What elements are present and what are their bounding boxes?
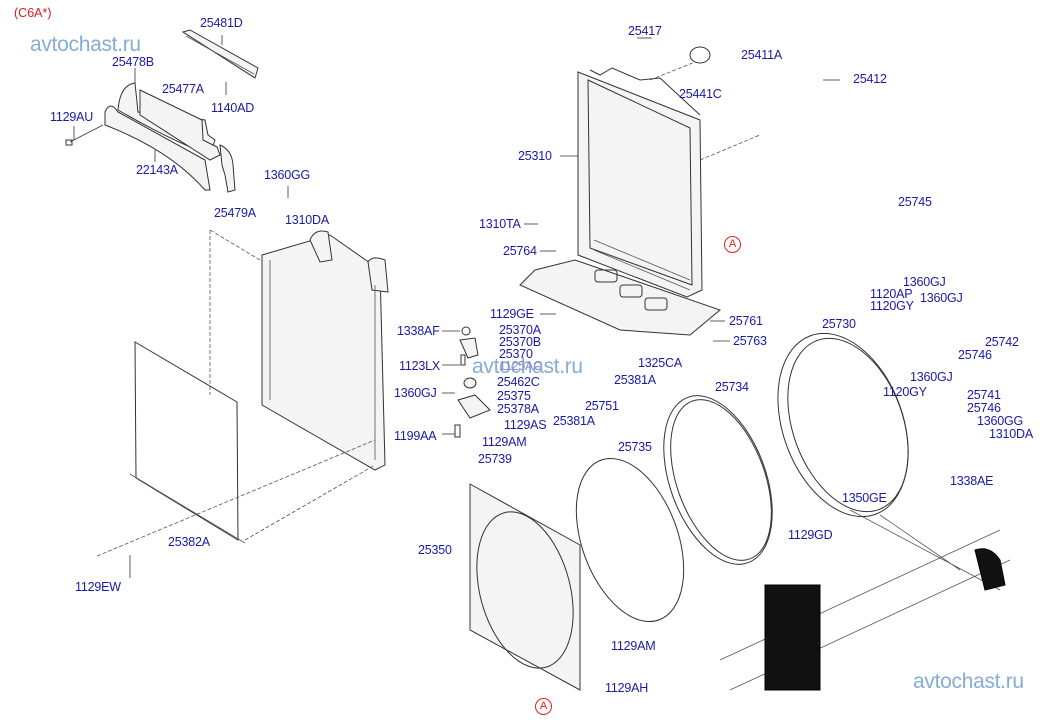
part-label[interactable]: 25477A [162, 82, 204, 96]
part-label[interactable]: 1310TA [479, 217, 521, 231]
part-label[interactable]: 25481D [200, 16, 243, 30]
part-label[interactable]: 1129AM [482, 435, 527, 449]
part-label[interactable]: 25751 [585, 399, 619, 413]
part-label[interactable]: 25370B [499, 335, 541, 349]
part-label[interactable]: 1310DA [285, 213, 329, 227]
part-label[interactable]: 25411A [741, 48, 782, 62]
part-label[interactable]: 1123LX [399, 359, 440, 373]
part-label[interactable]: 1360GG [264, 168, 311, 182]
part-label[interactable]: 25746 [967, 401, 1001, 415]
part-label[interactable]: 1140AD [211, 101, 255, 115]
part-label[interactable]: 1129AU [50, 110, 94, 124]
part-label[interactable]: 25742 [985, 335, 1019, 349]
part-label[interactable]: 1129AM [611, 639, 656, 653]
part-label[interactable]: 25417 [628, 24, 662, 38]
watermark: avtochast.ru [913, 670, 1024, 693]
radiator-hoses [649, 9, 836, 161]
part-label[interactable]: 25745 [898, 195, 932, 209]
seal-plates [65, 82, 236, 193]
part-label[interactable]: 1360GJ [903, 275, 946, 289]
mount-bracket-stack [454, 326, 491, 438]
part-label[interactable]: 1360GJ [920, 291, 963, 305]
part-label[interactable]: 1338AF [397, 324, 440, 338]
part-label[interactable]: 1120AP [870, 287, 913, 301]
lower-screen-frame [96, 341, 376, 557]
part-label[interactable]: 1129GD [788, 528, 833, 542]
part-label[interactable]: 22143A [136, 163, 178, 177]
part-label[interactable]: 25462C [497, 375, 540, 389]
part-label[interactable]: 25741 [967, 388, 1001, 402]
part-label[interactable]: 1129AH [605, 681, 649, 695]
part-label[interactable]: 1199AA [394, 429, 437, 443]
part-label[interactable]: 25735 [618, 440, 652, 454]
part-label[interactable]: 25310 [518, 149, 552, 163]
part-label[interactable]: 25378A [497, 402, 539, 416]
part-label[interactable]: 25441C [679, 87, 722, 101]
part-label[interactable]: 1360GJ [394, 386, 437, 400]
part-label[interactable]: 25730 [822, 317, 856, 331]
part-label[interactable]: 1350GE [842, 491, 887, 505]
part-label[interactable]: 1125AC [499, 359, 543, 373]
part-label[interactable]: 25478B [112, 55, 154, 69]
part-label[interactable]: 25381A [553, 414, 595, 428]
part-label[interactable]: 25370 [499, 347, 533, 361]
part-label[interactable]: 25746 [958, 348, 992, 362]
intercooler [209, 229, 389, 471]
watermark: avtochast.ru [30, 33, 141, 56]
vehicle-chassis-overview [719, 509, 1011, 691]
part-label[interactable]: 25375 [497, 389, 531, 403]
part-label[interactable]: 1129GE [490, 307, 534, 321]
model-variant-code: (C6A*) [14, 6, 52, 20]
part-label[interactable]: 25739 [478, 452, 512, 466]
part-label[interactable]: 25734 [715, 380, 749, 394]
reference-marker-a[interactable]: A [724, 236, 741, 253]
part-label[interactable]: 25763 [733, 334, 767, 348]
part-label[interactable]: 1129AS [504, 418, 547, 432]
part-label[interactable]: 1360GG [977, 414, 1024, 428]
fan-shroud-rings [575, 332, 909, 623]
part-label[interactable]: 1120GY [883, 385, 927, 399]
upper-shroud-cover [181, 29, 259, 79]
part-label[interactable]: 25381A [614, 373, 656, 387]
part-label[interactable]: 1129EW [75, 580, 121, 594]
part-label[interactable]: 1310DA [989, 427, 1033, 441]
watermark: avtochast.ru [472, 355, 583, 378]
leader-lines [73, 35, 840, 578]
part-label[interactable]: 1325CA [638, 356, 682, 370]
part-label[interactable]: 25412 [853, 72, 887, 86]
radiator [577, 67, 703, 298]
part-label[interactable]: 1120GY [870, 299, 914, 313]
part-label[interactable]: 25370A [499, 323, 541, 337]
lower-shield [519, 259, 722, 336]
part-label[interactable]: 25479A [214, 206, 256, 220]
part-label[interactable]: 25350 [418, 543, 452, 557]
part-label[interactable]: 25761 [729, 314, 763, 328]
fan-shroud [469, 483, 581, 691]
part-label[interactable]: 25382A [168, 535, 210, 549]
part-label[interactable]: 25764 [503, 244, 537, 258]
reference-marker-a[interactable]: A [535, 698, 552, 715]
part-label[interactable]: 1338AE [950, 474, 994, 488]
part-label[interactable]: 1360GJ [910, 370, 953, 384]
